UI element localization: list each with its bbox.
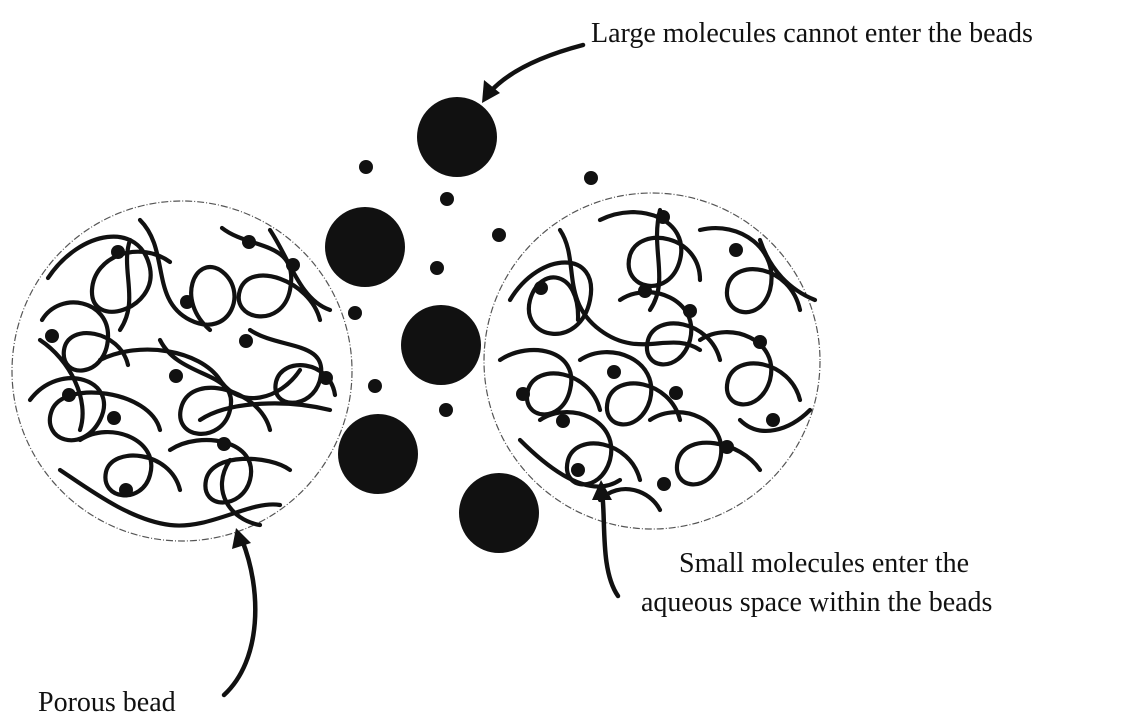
small-molecule [753, 335, 767, 349]
small-molecule [62, 388, 76, 402]
small-molecule [359, 160, 373, 174]
small-molecule [571, 463, 585, 477]
small-molecule [111, 245, 125, 259]
small-molecule [239, 334, 253, 348]
small-molecule [534, 281, 548, 295]
small-molecule [45, 329, 59, 343]
label-large-molecules: Large molecules cannot enter the beads [591, 18, 1033, 49]
porous-bead-right [484, 193, 820, 529]
small-molecule [766, 413, 780, 427]
small-molecule [319, 371, 333, 385]
arrow-large-molecules [482, 45, 583, 103]
large-molecule [459, 473, 539, 553]
small-molecule [169, 369, 183, 383]
small-molecule [516, 387, 530, 401]
label-porous-bead: Porous bead [38, 687, 176, 718]
small-molecule [286, 258, 300, 272]
small-molecule [638, 284, 652, 298]
large-molecules [325, 97, 539, 553]
small-molecule [348, 306, 362, 320]
small-molecule [683, 304, 697, 318]
small-molecule [368, 379, 382, 393]
small-molecule [669, 386, 683, 400]
small-molecule [107, 411, 121, 425]
polymer-strands-right [500, 210, 815, 510]
small-molecule [720, 440, 734, 454]
porous-bead-left [12, 201, 352, 541]
small-molecule [217, 437, 231, 451]
large-molecule [401, 305, 481, 385]
arrow-small-molecules [592, 480, 618, 596]
large-molecule [325, 207, 405, 287]
small-molecule [656, 210, 670, 224]
arrow-porous-bead [224, 528, 255, 695]
small-molecule [657, 477, 671, 491]
large-molecule [417, 97, 497, 177]
small-molecule [492, 228, 506, 242]
small-molecule [439, 403, 453, 417]
small-molecule [242, 235, 256, 249]
small-molecule [440, 192, 454, 206]
small-molecules-between-beads [348, 160, 598, 417]
small-molecule [180, 295, 194, 309]
label-small-molecules-line1: Small molecules enter the [679, 548, 969, 579]
small-molecule [729, 243, 743, 257]
small-molecule [584, 171, 598, 185]
label-small-molecules-line2: aqueous space within the beads [641, 587, 992, 618]
small-molecule [607, 365, 621, 379]
small-molecule [556, 414, 570, 428]
small-molecule [119, 483, 133, 497]
small-molecule [430, 261, 444, 275]
large-molecule [338, 414, 418, 494]
